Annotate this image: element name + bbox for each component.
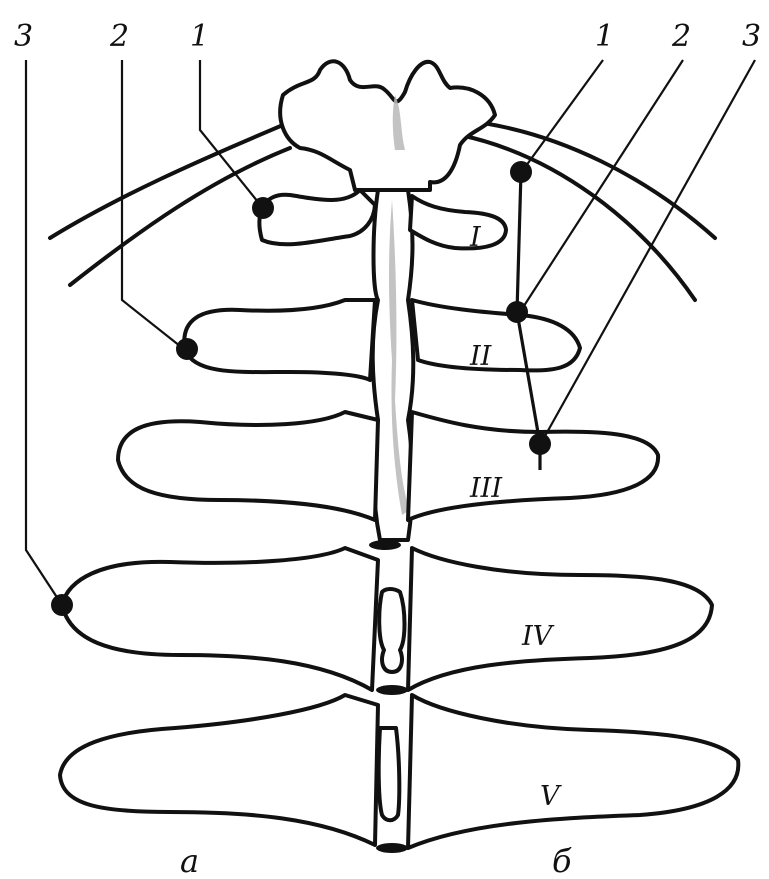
- rib-label-V: V: [540, 781, 562, 812]
- rib-label-II: II: [469, 341, 493, 372]
- rib-IV-left: [62, 548, 378, 690]
- rib-label-III: III: [469, 473, 503, 504]
- xiphoid-lower: [379, 728, 400, 820]
- label-right-3: 3: [742, 19, 761, 54]
- label-right-1: 1: [595, 19, 614, 54]
- xiphoid-upper: [379, 589, 404, 672]
- label-left-2: 2: [109, 19, 129, 54]
- rib-III-left: [118, 412, 378, 520]
- rib-II-right: [412, 300, 580, 370]
- rib-IV-right: [408, 548, 712, 690]
- rib-V-left: [60, 695, 378, 845]
- junction-mark-1: [369, 540, 401, 550]
- label-left-1: 1: [190, 19, 209, 54]
- right-indicators: [506, 60, 755, 470]
- manubrium: [280, 61, 495, 190]
- rib-V-right: [408, 695, 738, 848]
- rib-I-right: [410, 196, 506, 248]
- rib-III-right: [408, 412, 658, 520]
- rib-II-left: [184, 300, 375, 380]
- rib-I-left: [259, 190, 375, 244]
- caption-a: а: [180, 842, 199, 879]
- caption-b: б: [552, 842, 572, 879]
- rib-label-I: I: [469, 222, 482, 253]
- junction-mark-2: [376, 685, 408, 695]
- junction-mark-3: [376, 843, 408, 853]
- label-left-3: 3: [14, 19, 33, 54]
- label-right-2: 2: [671, 19, 691, 54]
- rib-label-IV: IV: [521, 621, 555, 652]
